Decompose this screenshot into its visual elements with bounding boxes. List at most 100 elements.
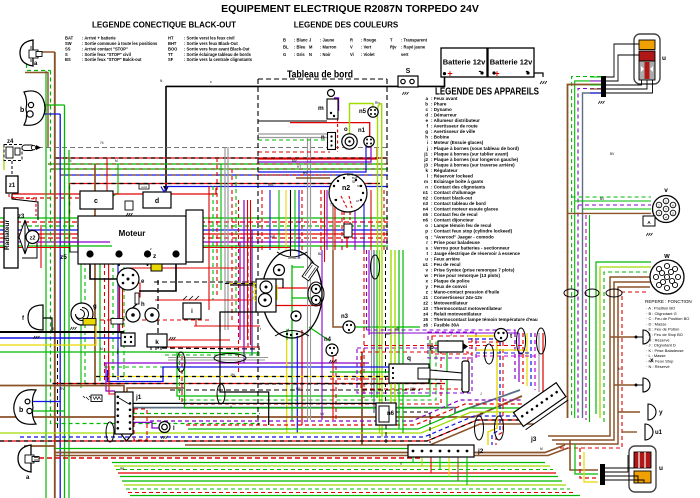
svg-text:z: z <box>426 290 429 295</box>
svg-text:z3: z3 <box>423 306 428 311</box>
svg-text:Batterie 12v: Batterie 12v <box>443 58 486 67</box>
svg-text:ViR: ViR <box>270 235 276 239</box>
svg-text:: Jaune: : Jaune <box>320 38 335 43</box>
svg-text:M: M <box>540 447 543 451</box>
svg-text:: Convertisseur 24v-12v: : Convertisseur 24v-12v <box>431 295 483 300</box>
svg-text:l: l <box>427 173 428 178</box>
svg-text:M: M <box>618 367 621 371</box>
svg-text:j3: j3 <box>530 436 537 443</box>
svg-text:g: g <box>425 129 428 134</box>
svg-text:: Feux avant: : Feux avant <box>431 96 458 101</box>
svg-text:w: w <box>663 253 670 260</box>
svg-text:· F : Feu de Stop BO: · F : Feu de Stop BO <box>646 332 683 337</box>
svg-text:k: k <box>425 168 428 173</box>
svg-text:vB: vB <box>395 327 399 331</box>
svg-text:: Arrivé contact "STOP": : Arrivé contact "STOP" <box>82 46 128 51</box>
svg-text:: Contact feu de recul: : Contact feu de recul <box>431 212 478 217</box>
svg-text:v: v <box>425 267 428 272</box>
svg-text:74: 74 <box>68 159 72 163</box>
svg-text:c: c <box>425 107 428 112</box>
svg-text:: Sortie vers la centrale clig: : Sortie vers la centrale clignotants <box>184 57 253 62</box>
svg-text:: Prise pour remorque (13 plot: : Prise pour remorque (13 plots) <box>431 273 500 278</box>
svg-text:: Sortie éclairage tableau de: : Sortie éclairage tableau de bords <box>184 52 252 57</box>
svg-text:s: s <box>425 245 428 250</box>
svg-text:A: A <box>647 220 651 225</box>
svg-text:HT: HT <box>356 199 360 203</box>
svg-text:G: G <box>283 52 286 57</box>
svg-text:: Thermocontact lampe témoin t: : Thermocontact lampe témoin température… <box>431 317 538 322</box>
svg-text:j: j <box>426 146 428 151</box>
svg-text:b: b <box>20 107 24 114</box>
svg-text:: Sortie commune à toute les p: : Sortie commune à toute les positions <box>82 41 158 46</box>
svg-text:: Avertisseur de route: : Avertisseur de route <box>431 124 478 129</box>
svg-text:: Contact moteur essuie glaces: : Contact moteur essuie glaces <box>431 207 499 212</box>
svg-text:N: N <box>309 52 312 57</box>
svg-text:BHT: BHT <box>168 41 177 46</box>
svg-text:: Mano-contact pression d'huil: : Mano-contact pression d'huile <box>431 290 500 295</box>
svg-text:h: h <box>425 135 428 140</box>
svg-text:: Sortie verst les feux civil: : Sortie verst les feux civil <box>184 36 235 41</box>
svg-text:j1: j1 <box>135 394 142 401</box>
svg-text:h: h <box>141 302 145 308</box>
svg-text:TT: TT <box>168 52 174 57</box>
svg-text:J: J <box>480 392 482 396</box>
svg-text:: Feux arrière: : Feux arrière <box>431 256 460 261</box>
svg-text:n2: n2 <box>342 185 350 192</box>
svg-text:REPERE : FONCTION: REPERE : FONCTION <box>645 299 692 304</box>
svg-text:-: - <box>526 66 529 76</box>
svg-text:SF: SF <box>352 180 356 184</box>
svg-text:: Feux de convoi: : Feux de convoi <box>431 284 467 289</box>
svg-text:Rjv: Rjv <box>390 45 397 50</box>
svg-text:: Avertisseur de ville: : Avertisseur de ville <box>431 129 476 134</box>
svg-text:: Contact d'allumage: : Contact d'allumage <box>431 190 476 195</box>
svg-text:r: r <box>426 240 428 245</box>
svg-text:· D : Masse: · D : Masse <box>646 321 667 326</box>
svg-text:LEGENDE DES COULEURS: LEGENDE DES COULEURS <box>294 21 399 30</box>
svg-text:+: + <box>447 69 452 79</box>
svg-text:5: 5 <box>672 212 674 216</box>
svg-text:a: a <box>425 96 428 101</box>
svg-text:x: x <box>425 278 428 283</box>
svg-text:: Sortie vers feux avant Black: : Sortie vers feux avant Black-Out <box>184 46 250 51</box>
svg-text:: Jauge électrique de réservoi: : Jauge électrique de réservoir à essenc… <box>431 251 520 256</box>
svg-text:n4: n4 <box>423 207 429 212</box>
svg-text:VV: VV <box>320 412 325 416</box>
svg-text:S: S <box>406 68 411 75</box>
svg-text:: Contact black-out: : Contact black-out <box>431 196 473 201</box>
svg-text:BV: BV <box>600 197 605 201</box>
svg-text:: Bobine: : Bobine <box>431 135 450 140</box>
svg-text:RB: RB <box>120 467 124 471</box>
svg-text:SW: SW <box>410 387 415 391</box>
svg-text:R: R <box>350 38 353 43</box>
svg-text:: Marron: : Marron <box>320 45 337 50</box>
svg-text:n6: n6 <box>387 411 395 417</box>
svg-text:: Rouge: : Rouge <box>361 38 377 43</box>
svg-text:· K : Prise Baladeuse: · K : Prise Baladeuse <box>646 348 684 353</box>
svg-text:Vi: Vi <box>350 52 354 57</box>
svg-text:: Noir: : Noir <box>320 52 331 57</box>
svg-text:BS: BS <box>65 57 71 62</box>
svg-text:: Démarreur: : Démarreur <box>431 113 457 118</box>
svg-text:J: J <box>300 252 302 256</box>
svg-text:: Eclairage boîte à gants: : Eclairage boîte à gants <box>431 179 484 184</box>
svg-text:z5: z5 <box>60 254 67 261</box>
svg-text:R/v: R/v <box>375 101 380 105</box>
svg-text:f: f <box>426 124 428 129</box>
svg-text:V: V <box>400 462 403 466</box>
svg-text:: Réservoir lockeed: : Réservoir lockeed <box>431 173 473 178</box>
svg-text:: Moteur (Essuie glaces): : Moteur (Essuie glaces) <box>431 140 484 145</box>
svg-text:SF: SF <box>357 184 361 188</box>
svg-text:· H : Réservé: · H : Réservé <box>646 337 670 342</box>
svg-text:f: f <box>22 316 25 322</box>
svg-text:: Plaque à bornes (sous tablea: : Plaque à bornes (sous tableau de bord) <box>431 146 519 151</box>
svg-text:vert: vert <box>401 52 409 57</box>
svg-text:b: b <box>425 102 428 107</box>
svg-text:y: y <box>425 284 428 289</box>
svg-text:n: n <box>425 184 428 189</box>
svg-text:SW: SW <box>65 41 72 46</box>
svg-text:n: n <box>321 135 325 141</box>
svg-text:· J : Clignotant D: · J : Clignotant D <box>646 343 676 348</box>
svg-text:BAT: BAT <box>65 36 74 41</box>
svg-text:TT: TT <box>334 198 338 202</box>
svg-text:: Violet: : Violet <box>361 52 375 57</box>
